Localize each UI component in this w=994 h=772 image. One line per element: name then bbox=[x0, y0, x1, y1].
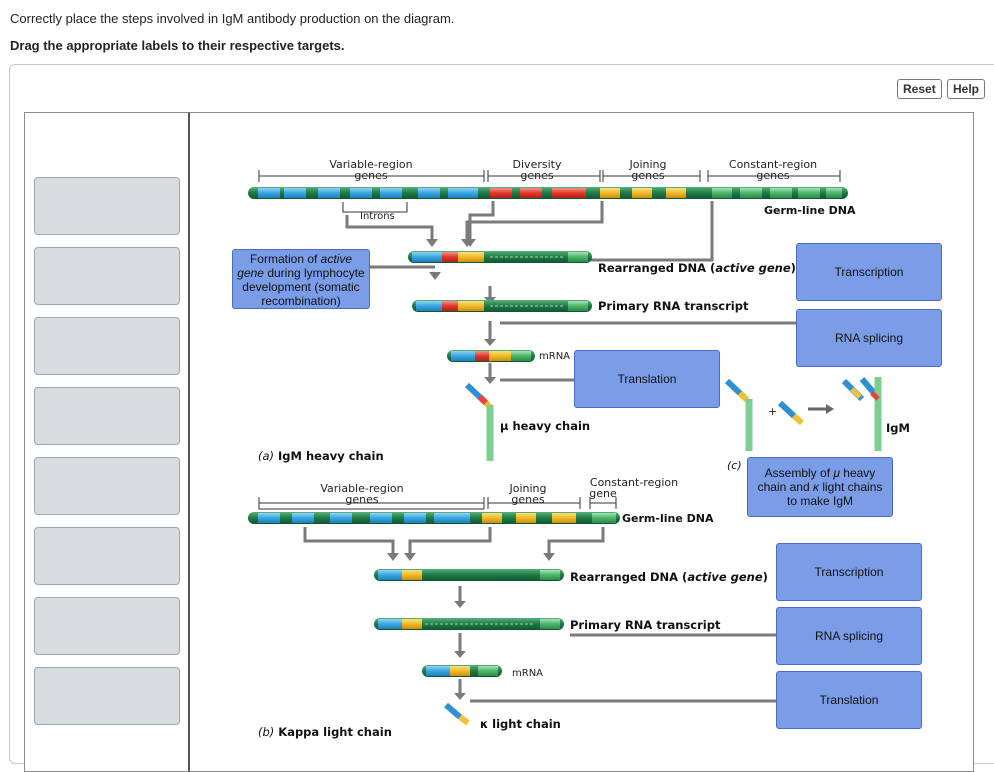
heavy-recombination-lines bbox=[345, 201, 796, 382]
target-assembly-igm[interactable]: Assembly of μ heavy chain and κ light ch… bbox=[747, 457, 893, 517]
target-heavy-translation[interactable]: Translation bbox=[574, 350, 720, 408]
heavy-rearranged-label: Rearranged DNA (active gene) bbox=[598, 261, 796, 275]
kappa-recombination-lines bbox=[303, 527, 776, 703]
kappa-join-label-2: genes bbox=[511, 493, 544, 506]
kappa-germline-strand bbox=[248, 512, 620, 524]
heavy-const-label: Constant-region bbox=[729, 158, 817, 171]
kappa-light-chain-icon bbox=[444, 702, 470, 726]
target-formation-active-gene[interactable]: Formation of active gene during lymphocy… bbox=[232, 249, 370, 309]
kappa-light-chain-label: κ light chain bbox=[480, 717, 561, 731]
kappa-var-label: Variable-region bbox=[320, 482, 403, 495]
heavy-primary-label: Primary RNA transcript bbox=[598, 299, 749, 313]
kappa-mrna-label: mRNA bbox=[512, 668, 543, 679]
kappa-rearranged-strand bbox=[374, 569, 564, 581]
kappa-const-label: Constant-region bbox=[590, 476, 678, 489]
kappa-germline-label: Germ-line DNA bbox=[622, 512, 714, 525]
kappa-primary-label: Primary RNA transcript bbox=[570, 618, 721, 632]
heavy-div-label: Diversity bbox=[513, 158, 562, 171]
heavy-join-label: Joining bbox=[628, 158, 666, 171]
label-slot[interactable] bbox=[34, 177, 180, 235]
kappa-mrna-strand bbox=[422, 665, 502, 677]
assembly-heavy-icon bbox=[724, 378, 753, 451]
help-button[interactable]: Help bbox=[947, 79, 986, 99]
kappa-join-label: Joining bbox=[508, 482, 546, 495]
kappa-var-label-2: genes bbox=[345, 493, 378, 506]
target-heavy-rna-splicing[interactable]: RNA splicing bbox=[796, 309, 942, 367]
kappa-primary-strand bbox=[374, 618, 564, 630]
introns-label: Introns bbox=[360, 211, 395, 222]
reset-button[interactable]: Reset bbox=[897, 79, 942, 99]
heavy-germline-label: Germ-line DNA bbox=[764, 204, 856, 217]
heavy-primary-strand bbox=[412, 300, 592, 312]
assembly-plus: + bbox=[768, 405, 777, 418]
heavy-div-label-2: genes bbox=[520, 169, 553, 182]
target-kappa-transcription[interactable]: Transcription bbox=[776, 543, 922, 601]
instruction-heading: Drag the appropriate labels to their res… bbox=[10, 38, 345, 53]
target-kappa-rna-splicing[interactable]: RNA splicing bbox=[776, 607, 922, 665]
heavy-join-label-2: genes bbox=[631, 169, 664, 182]
label-slot[interactable] bbox=[34, 597, 180, 655]
mu-heavy-chain-label: μ heavy chain bbox=[500, 419, 590, 433]
introns-bracket bbox=[342, 202, 408, 213]
kappa-const-label-2: gene bbox=[589, 487, 617, 500]
kappa-region-brackets bbox=[258, 497, 617, 510]
heavy-germline-strand bbox=[248, 187, 848, 199]
label-slot[interactable] bbox=[34, 247, 180, 305]
diagram-graphic: Variable-region genes Diversity genes Jo… bbox=[248, 158, 910, 739]
assembly-light-icon bbox=[777, 400, 804, 426]
assembly-caption: (c) bbox=[727, 459, 742, 472]
label-slot[interactable] bbox=[34, 317, 180, 375]
label-slot[interactable] bbox=[34, 457, 180, 515]
kappa-rearranged-label: Rearranged DNA (active gene) bbox=[570, 570, 768, 584]
heavy-var-label-2: genes bbox=[354, 169, 387, 182]
heavy-var-label: Variable-region bbox=[329, 158, 412, 171]
heavy-const-label-2: genes bbox=[756, 169, 789, 182]
target-kappa-translation[interactable]: Translation bbox=[776, 671, 922, 729]
heavy-mrna-label: mRNA bbox=[539, 351, 570, 362]
label-slot[interactable] bbox=[34, 667, 180, 725]
heavy-region-brackets bbox=[258, 170, 841, 182]
instruction-text: Correctly place the steps involved in Ig… bbox=[10, 11, 455, 26]
igm-icon bbox=[841, 377, 882, 451]
label-bank bbox=[24, 112, 190, 772]
label-slot[interactable] bbox=[34, 527, 180, 585]
target-heavy-transcription[interactable]: Transcription bbox=[796, 243, 942, 301]
kappa-arrowheads bbox=[387, 553, 555, 700]
antibody-diagram: Variable-region genes Diversity genes Jo… bbox=[190, 112, 974, 772]
kappa-caption: (b)Kappa light chain bbox=[258, 725, 392, 739]
heavy-mrna-strand bbox=[447, 350, 535, 362]
igm-label: IgM bbox=[886, 421, 910, 435]
heavy-rearranged-strand bbox=[408, 251, 592, 263]
mu-heavy-chain-icon bbox=[464, 382, 494, 461]
label-slot[interactable] bbox=[34, 387, 180, 445]
heavy-arrowheads bbox=[426, 239, 496, 384]
heavy-caption: (a)IgM heavy chain bbox=[258, 449, 384, 463]
